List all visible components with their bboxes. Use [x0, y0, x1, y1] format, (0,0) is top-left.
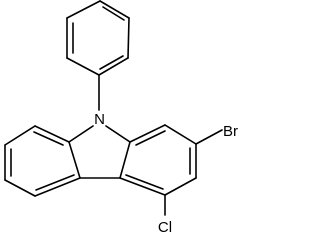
right-benzo-ring	[119, 124, 197, 196]
bromine-label: Br	[223, 123, 238, 140]
substituent-bonds	[164, 129, 223, 216]
structure-drawing: N Br Cl	[4, 0, 238, 236]
structure-canvas: N Br Cl	[4, 0, 238, 236]
nitrogen-label: N	[94, 111, 105, 128]
left-benzo-ring	[4, 125, 81, 197]
phenyl-ring	[66, 0, 130, 76]
pyrrole-ring	[68, 125, 131, 179]
chlorine-label: Cl	[158, 219, 172, 236]
